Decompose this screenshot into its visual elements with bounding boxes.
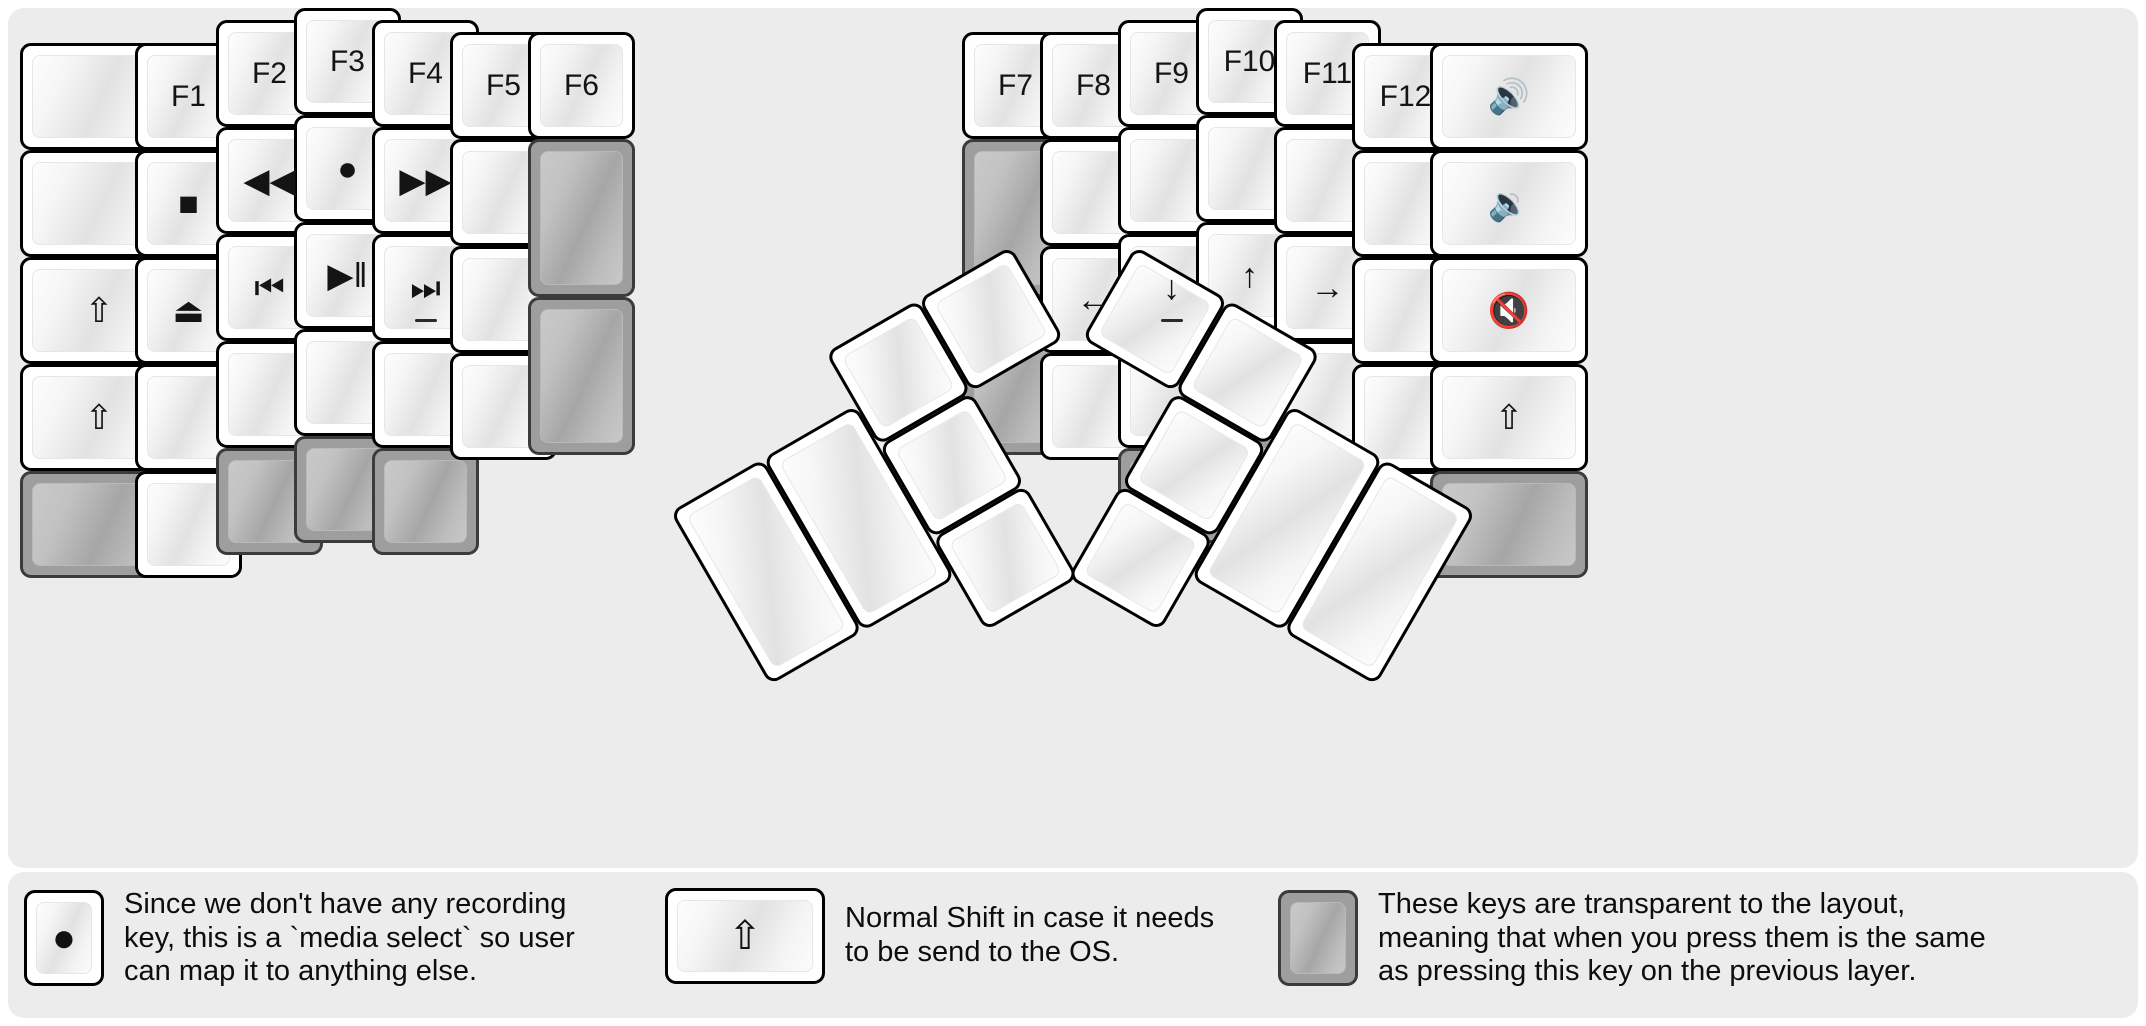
keycap-face: 🔇 xyxy=(1442,269,1576,352)
key-label: F4 xyxy=(407,56,443,90)
key-label: F11 xyxy=(1302,56,1353,90)
keycap-face: F6 xyxy=(540,44,623,127)
eject-icon: ⏏ xyxy=(172,291,205,330)
keycap-face xyxy=(677,900,813,972)
key-label: F12 xyxy=(1379,79,1432,113)
key-label: F1 xyxy=(170,79,206,113)
keycap-face xyxy=(384,460,467,543)
stop-icon: ■ xyxy=(178,184,199,223)
key-label: F5 xyxy=(485,68,521,102)
rewind-icon: ◀◀ xyxy=(243,161,296,200)
homing-bar xyxy=(1160,319,1183,322)
legend-record-text: Since we don't have any recording key, t… xyxy=(124,888,575,988)
keycap-face xyxy=(1290,902,1346,975)
keycap-face: 🔊 xyxy=(1442,55,1576,138)
caps-lock-icon: ⇧ xyxy=(84,291,114,330)
record-icon: ● xyxy=(337,149,358,188)
key-volume-down[interactable]: 🔉 xyxy=(1430,150,1588,257)
volume-down-icon: 🔉 xyxy=(1487,184,1531,223)
key-volume-mute[interactable]: 🔇 xyxy=(1430,257,1588,364)
shift-icon: ⇧ xyxy=(665,888,825,984)
shift-icon-glyph: ⇧ xyxy=(728,914,762,958)
key-label: F10 xyxy=(1223,44,1276,78)
keycap-face xyxy=(36,902,92,975)
volume-up-icon: 🔊 xyxy=(1487,77,1531,116)
play-pause-icon: ▶‖ xyxy=(327,256,368,295)
shift-icon: ⇧ xyxy=(1494,398,1524,437)
record-icon: ● xyxy=(24,890,104,987)
legend-shift: ⇧ Normal Shift in case it needs to be sen… xyxy=(665,888,1214,984)
key-transparent-5[interactable] xyxy=(528,139,635,297)
key-label: F8 xyxy=(1075,68,1111,102)
key-volume-up[interactable]: 🔊 xyxy=(1430,43,1588,150)
arrow-up-icon: ↑ xyxy=(1241,256,1258,295)
key-shift-right[interactable]: ⇧ xyxy=(1430,364,1588,471)
key-transparent-4[interactable] xyxy=(372,448,479,555)
key-label: F3 xyxy=(329,44,365,78)
key-label: F7 xyxy=(997,68,1033,102)
legend-transparent: These keys are transparent to the layout… xyxy=(1278,888,1986,989)
fast-forward-icon: ▶▶ xyxy=(399,161,452,200)
legend-transparent-text: These keys are transparent to the layout… xyxy=(1378,888,1986,988)
key-transparent-6[interactable] xyxy=(528,297,635,455)
keycap-face: ⇧ xyxy=(1442,376,1576,459)
record-icon-glyph: ● xyxy=(51,916,77,961)
next-track-icon: ⏭ xyxy=(410,268,441,307)
shift-icon: ⇧ xyxy=(84,398,114,437)
volume-mute-icon: 🔇 xyxy=(1487,291,1531,330)
key-label: F9 xyxy=(1153,56,1189,90)
transparent-key-icon xyxy=(1278,890,1358,987)
arrow-right-icon: → xyxy=(1310,268,1345,307)
keycap-face xyxy=(540,151,623,285)
previous-track-icon: ⏮ xyxy=(254,268,285,307)
keycap-face: 🔉 xyxy=(1442,162,1576,245)
legend-panel xyxy=(8,872,2138,1018)
key-label: F6 xyxy=(563,68,599,102)
key-label: F2 xyxy=(251,56,287,90)
keycap-face xyxy=(540,309,623,443)
homing-bar xyxy=(414,319,437,322)
key-f6[interactable]: F6 xyxy=(528,32,635,139)
legend-shift-text: Normal Shift in case it needs to be send… xyxy=(845,902,1215,968)
legend-record: ● Since we don't have any recording key, … xyxy=(24,888,575,989)
